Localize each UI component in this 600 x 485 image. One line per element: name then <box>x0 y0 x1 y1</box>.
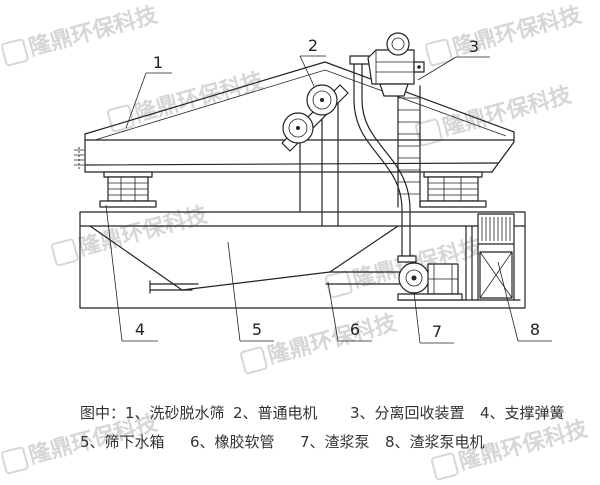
cyclone-outlet-dot <box>417 65 421 69</box>
separation-recovery-device <box>349 32 425 257</box>
callout-8: 8 <box>530 320 540 339</box>
spring-base-plate <box>99 200 157 208</box>
support-spring-left <box>99 171 157 208</box>
support-spring-right <box>419 171 487 208</box>
leader-4 <box>105 204 158 342</box>
cyclone-overflow-elbow <box>386 32 410 56</box>
screen-frame-line <box>84 162 499 166</box>
screen-roof-outer <box>84 61 515 135</box>
slurry-pump <box>397 255 463 301</box>
spring-coils <box>108 177 148 201</box>
leader-3 <box>417 56 490 81</box>
caption-prefix: 图中： <box>80 404 125 422</box>
screen-feed-end <box>491 131 515 173</box>
pump-housing-detail <box>428 264 458 294</box>
pump-motor-base-cross <box>479 251 513 299</box>
watermark-logo-icon <box>1 446 29 475</box>
leader-6 <box>327 281 372 342</box>
callout-3: 3 <box>469 37 479 56</box>
watermark-logo-icon <box>107 104 135 133</box>
caption-item-8: 8、渣浆泵电机 <box>385 433 485 451</box>
cyclone-body <box>367 49 415 85</box>
feed-pipe-outer-wall <box>353 63 403 257</box>
leader-2 <box>299 55 326 87</box>
spring-base-plate <box>419 200 487 208</box>
slurry-pump-motor <box>465 213 515 301</box>
watermark-logo-icon <box>51 238 79 267</box>
spring-top-plate <box>103 171 153 178</box>
motor-upper-shaft <box>320 98 324 102</box>
callout-5: 5 <box>252 320 262 339</box>
pump-outlet-flange <box>397 255 417 263</box>
spring-top-plate <box>423 171 483 178</box>
caption-item-1-text: 1、洗砂脱水筛 <box>125 404 225 422</box>
cyclone-overflow-elbow-inner <box>391 37 405 51</box>
watermark-logo-icon <box>425 38 453 67</box>
callout-leaders <box>105 55 552 344</box>
callout-4: 4 <box>135 320 145 339</box>
pump-shaft <box>411 275 417 281</box>
caption-item-2: 2、普通电机 <box>233 404 318 422</box>
tank-hopper <box>89 225 399 291</box>
pump-motor-fins <box>481 217 511 241</box>
rubber-hose <box>325 271 403 285</box>
cyclone-inlet-flange <box>349 55 371 65</box>
pump-motor-body <box>477 213 515 245</box>
watermark-logo-icon <box>240 346 268 375</box>
motor-lower-shaft <box>296 126 300 130</box>
caption-item-6: 6、橡胶软管 <box>190 433 275 451</box>
motor-upper-inner <box>312 90 332 110</box>
callout-2: 2 <box>308 36 318 55</box>
screen-roof-inner <box>94 69 507 141</box>
spring-coils <box>428 177 478 201</box>
leader-1 <box>125 72 172 129</box>
caption-item-7: 7、渣浆泵 <box>300 433 370 451</box>
caption-item-1: 图中：1、洗砂脱水筛 <box>80 404 225 422</box>
caption-legend: 图中：1、洗砂脱水筛 2、普通电机 3、分离回收装置 4、支撑弹簧 5、筛下水箱… <box>80 404 565 451</box>
caption-item-4: 4、支撑弹簧 <box>480 404 565 422</box>
leader-8 <box>497 261 552 342</box>
callout-6: 6 <box>350 320 360 339</box>
tank-outline <box>79 211 526 309</box>
cyclone-cone <box>379 83 409 97</box>
leader-7 <box>413 291 454 344</box>
caption-item-5: 5、筛下水箱 <box>80 433 165 451</box>
pump-base <box>397 293 463 301</box>
watermark-logo-icon <box>1 38 29 67</box>
under-screen-water-tank <box>79 211 526 309</box>
ordinary-motors <box>281 84 349 227</box>
callout-7: 7 <box>432 322 442 341</box>
watermark-logo-icon <box>415 118 443 147</box>
drain-pipe <box>149 280 199 294</box>
cyclone-body-detail <box>375 50 414 84</box>
callout-labels: 1 2 3 4 5 6 7 8 <box>135 36 540 341</box>
caption-item-3: 3、分离回收装置 <box>350 404 465 422</box>
feed-pipe-inner-wall <box>361 63 411 257</box>
motor-lower-inner <box>288 118 308 138</box>
watermark-logo-icon <box>431 452 459 481</box>
watermark-logo-icon <box>325 270 353 299</box>
callout-1: 1 <box>153 53 163 72</box>
discharge-lip-ticks <box>74 149 84 166</box>
leader-5 <box>227 241 274 342</box>
pump-volute-inner <box>405 269 423 287</box>
